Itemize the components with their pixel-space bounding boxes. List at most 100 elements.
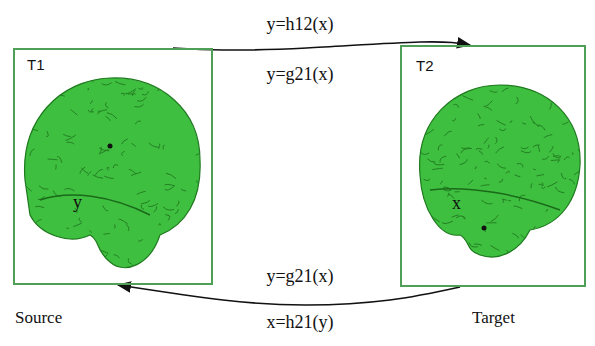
brain-texture <box>427 159 435 162</box>
brain-texture <box>202 226 211 231</box>
brain-texture <box>30 149 35 156</box>
brain-texture <box>442 221 453 223</box>
brain-texture <box>124 75 126 78</box>
brain-texture <box>430 238 431 240</box>
brain-texture <box>495 137 497 144</box>
brain-texture <box>62 273 67 275</box>
brain-texture <box>479 151 483 155</box>
brain-texture <box>499 179 503 182</box>
brain-texture <box>80 78 90 83</box>
brain-texture <box>51 88 60 95</box>
brain-texture <box>165 87 167 94</box>
brain-texture <box>73 223 81 226</box>
brain-texture <box>88 171 91 175</box>
brain-texture <box>138 239 142 241</box>
brain-texture <box>533 226 535 229</box>
brain-texture <box>22 126 33 130</box>
brain-texture <box>460 159 468 164</box>
brain-texture <box>572 152 573 155</box>
brain-texture <box>135 121 140 124</box>
brain-texture <box>432 168 443 169</box>
brain-texture <box>561 173 566 179</box>
brain-texture <box>546 209 548 211</box>
brain-texture <box>104 176 113 178</box>
brain-texture <box>131 172 141 175</box>
point-label: y <box>73 192 82 213</box>
brain-texture <box>452 118 455 121</box>
brain-texture <box>168 243 174 246</box>
brain-texture <box>463 218 465 219</box>
brain-texture <box>554 229 556 233</box>
brain-texture <box>536 175 544 176</box>
brain-texture <box>521 235 529 242</box>
brain-texture <box>64 188 74 191</box>
brain-texture <box>485 161 490 163</box>
brain-texture <box>69 268 78 270</box>
brain-texture <box>44 242 55 247</box>
brain-texture <box>501 256 502 258</box>
brain-texture <box>502 199 503 203</box>
brain-texture <box>517 164 523 168</box>
brain-texture <box>512 233 518 238</box>
brain-texture <box>542 229 544 234</box>
brain-texture <box>176 201 179 207</box>
brain-texture <box>481 185 490 187</box>
brain-texture <box>106 116 111 120</box>
brain-source <box>25 78 201 268</box>
brain-texture <box>134 104 143 107</box>
brain-texture <box>421 152 429 154</box>
brain-texture <box>461 148 472 152</box>
brain-texture <box>531 184 532 189</box>
brain-texture <box>568 230 576 233</box>
brain-texture <box>424 106 429 110</box>
brain-texture <box>440 156 446 163</box>
brain-texture <box>481 200 492 204</box>
brain-texture <box>92 108 94 111</box>
brain-texture <box>29 97 32 101</box>
brain-texture <box>508 200 511 201</box>
brain-texture <box>488 145 489 149</box>
brain-texture <box>572 106 576 113</box>
brain-texture <box>165 187 174 191</box>
brain-texture <box>39 186 48 190</box>
brain-texture <box>511 260 513 265</box>
brain-texture <box>574 169 583 174</box>
brain-texture <box>137 97 146 101</box>
brain-texture <box>409 211 418 213</box>
brain-texture <box>25 263 27 268</box>
brain-texture <box>35 206 44 207</box>
brain-texture <box>73 251 77 253</box>
brain-texture <box>48 159 58 161</box>
brain-texture <box>89 231 91 233</box>
brain-texture <box>506 258 512 263</box>
brain-texture <box>93 175 103 178</box>
brain-texture <box>15 234 25 241</box>
brain-texture <box>192 268 194 273</box>
brain-texture <box>468 180 473 185</box>
brain-texture <box>429 84 436 86</box>
brain-texture <box>485 178 487 179</box>
brain-texture <box>29 102 35 108</box>
brain-texture <box>88 110 93 112</box>
brain-texture <box>525 251 526 253</box>
brain-texture <box>418 89 419 93</box>
brain-texture <box>98 250 108 253</box>
brain-texture <box>99 147 101 153</box>
brain-texture <box>509 254 513 259</box>
brain-texture <box>63 134 70 136</box>
brain-texture <box>551 159 560 160</box>
brain-texture <box>97 110 107 115</box>
brain-texture <box>474 244 482 245</box>
brain-texture <box>415 133 417 135</box>
brain-texture <box>539 184 543 186</box>
brain-texture <box>461 147 469 149</box>
brain-texture <box>572 112 573 115</box>
brain-texture <box>22 242 25 244</box>
brain-texture <box>551 101 556 102</box>
image-label: T1 <box>27 56 45 73</box>
brain-texture <box>533 169 535 170</box>
box-caption: Target <box>472 308 515 328</box>
brain-texture <box>175 209 178 214</box>
brain-texture <box>99 255 107 261</box>
brain-texture <box>34 219 42 223</box>
